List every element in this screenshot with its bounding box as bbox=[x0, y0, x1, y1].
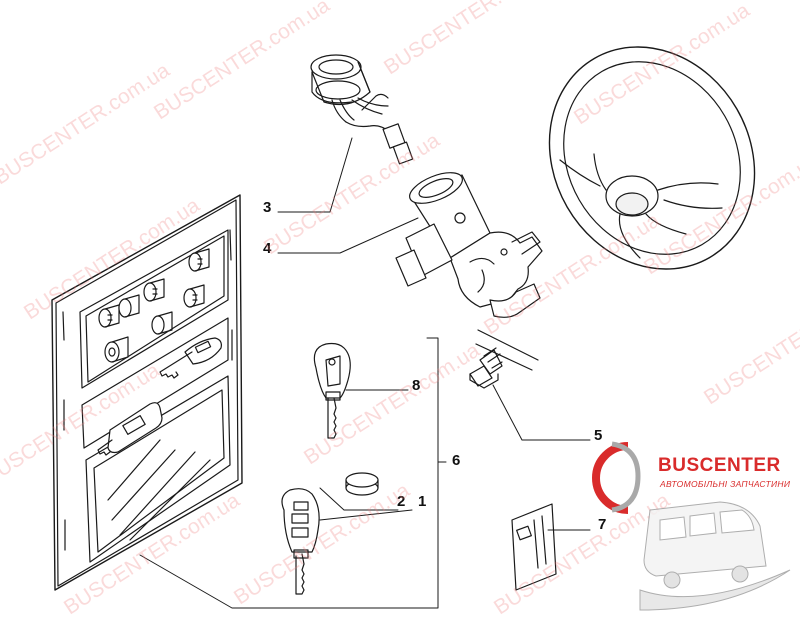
logo-tagline: АВТОМОБІЛЬНІ ЗАПЧАСТИНИ bbox=[660, 479, 791, 489]
logo-name: BUSCENTER bbox=[658, 455, 781, 476]
callout-2: 2 bbox=[397, 493, 406, 510]
leader-lines bbox=[139, 137, 591, 609]
callout-5: 5 bbox=[594, 427, 603, 444]
steering-wheel bbox=[548, 46, 756, 270]
callout-6: 6 bbox=[452, 452, 461, 469]
lock-cylinders bbox=[97, 248, 222, 456]
steering-lock-housing bbox=[395, 172, 543, 318]
bolt bbox=[469, 329, 539, 389]
key-code-tag bbox=[511, 503, 557, 591]
callout-8: 8 bbox=[412, 377, 421, 394]
callout-4: 4 bbox=[263, 240, 272, 257]
remote-key-1 bbox=[281, 488, 320, 595]
key-8 bbox=[313, 342, 351, 439]
battery-cell-2 bbox=[345, 472, 379, 496]
callout-7: 7 bbox=[598, 516, 607, 533]
callout-3: 3 bbox=[263, 199, 272, 216]
ignition-ring-harness bbox=[310, 54, 414, 165]
callout-1: 1 bbox=[418, 493, 427, 510]
